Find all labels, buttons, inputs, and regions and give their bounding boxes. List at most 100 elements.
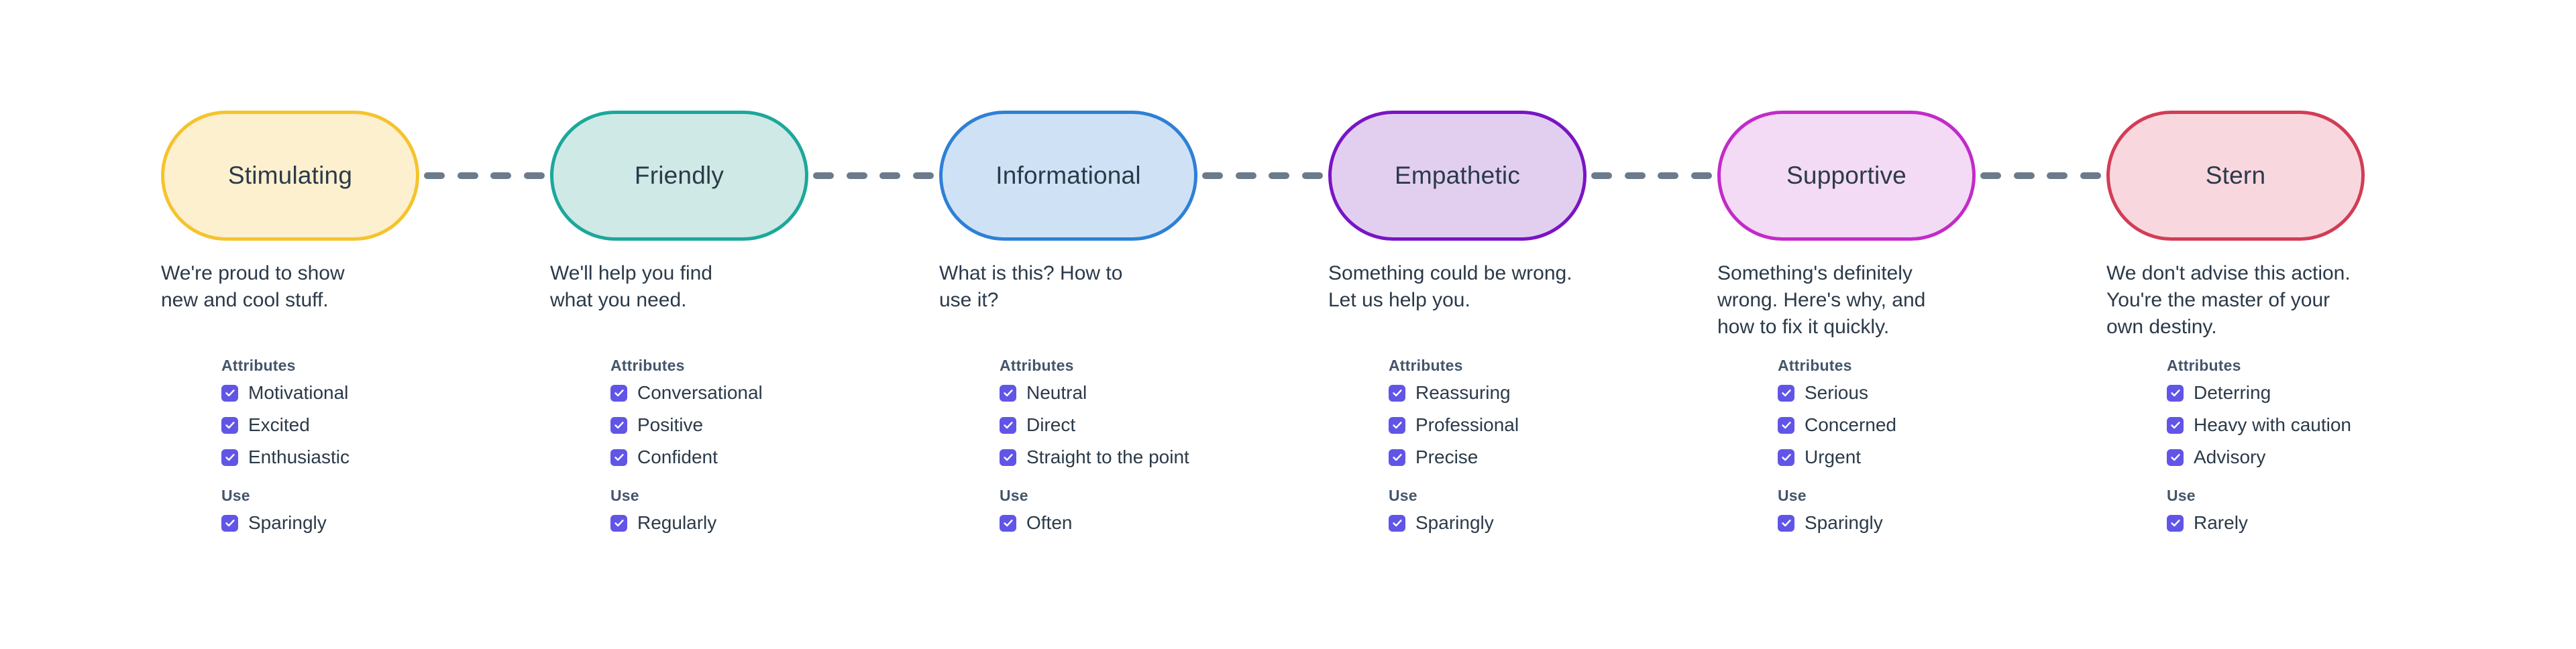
check-icon[interactable] — [1389, 514, 1405, 532]
connector-dash — [2047, 172, 2068, 179]
use-item-label: Sparingly — [1805, 512, 1883, 533]
tone-pill-empathetic[interactable]: Empathetic — [1328, 111, 1587, 241]
tone-pill-slot: Empathetic — [1328, 111, 1717, 241]
attributes-item-label: Neutral — [1026, 382, 1087, 403]
check-icon[interactable] — [221, 514, 238, 532]
check-icon[interactable] — [221, 449, 238, 466]
check-icon[interactable] — [1778, 416, 1794, 434]
tone-pill-label: Friendly — [634, 162, 724, 189]
check-icon[interactable] — [610, 416, 627, 434]
connector-dash — [912, 172, 934, 179]
check-icon[interactable] — [1000, 384, 1016, 402]
check-icon[interactable] — [610, 514, 627, 532]
list-item[interactable]: Positive — [610, 413, 973, 437]
check-icon[interactable] — [221, 416, 238, 434]
list-item[interactable]: Precise — [1389, 445, 1751, 469]
tone-pill-slot: Informational — [939, 111, 1328, 241]
connector-dash — [1235, 172, 1256, 179]
check-icon[interactable] — [2167, 416, 2184, 434]
check-icon[interactable] — [1000, 416, 1016, 434]
list-item[interactable]: Confident — [610, 445, 973, 469]
tone-pill-slot: Stimulating — [161, 111, 550, 241]
attributes-heading: Attributes — [221, 357, 296, 374]
tone-pill-supportive[interactable]: Supportive — [1717, 111, 1976, 241]
connector-dash — [457, 172, 478, 179]
list-item[interactable]: Serious — [1778, 381, 2140, 405]
list-item[interactable]: Deterring — [2167, 381, 2529, 405]
tone-description-slot: We'll help you find what you need. — [550, 260, 939, 341]
attributes-item-label: Positive — [637, 414, 704, 435]
check-icon[interactable] — [221, 384, 238, 402]
check-icon[interactable] — [1778, 449, 1794, 466]
check-icon[interactable] — [1389, 449, 1405, 466]
list-item[interactable]: Direct — [1000, 413, 1362, 437]
list-item[interactable]: Rarely — [2167, 511, 2529, 535]
list-item[interactable]: Enthusiastic — [221, 445, 584, 469]
tone-pill-stimulating[interactable]: Stimulating — [161, 111, 419, 241]
tone-pill-label: Stimulating — [227, 162, 353, 189]
tone-pill-label: Supportive — [1786, 162, 1907, 189]
check-icon[interactable] — [610, 384, 627, 402]
list-item[interactable]: Sparingly — [221, 511, 584, 535]
tone-description-slot: What is this? How to use it? — [939, 260, 1328, 341]
tone-pill-label: Stern — [2205, 162, 2266, 189]
attributes-item-label: Confident — [637, 447, 718, 467]
connector-dash — [1269, 172, 1290, 179]
check-icon[interactable] — [1389, 384, 1405, 402]
tone-pill-friendly[interactable]: Friendly — [550, 111, 808, 241]
tone-description-slot: We don't advise this action. You're the … — [2106, 260, 2496, 341]
list-item[interactable]: Sparingly — [1778, 511, 2140, 535]
attributes-item-label: Deterring — [2194, 382, 2271, 403]
tone-pill-informational[interactable]: Informational — [939, 111, 1197, 241]
list-item[interactable]: Urgent — [1778, 445, 2140, 469]
list-item[interactable]: Professional — [1389, 413, 1751, 437]
list-item[interactable]: Motivational — [221, 381, 584, 405]
list-item[interactable]: Heavy with caution — [2167, 413, 2529, 437]
attributes-item-label: Reassuring — [1415, 382, 1511, 403]
tone-description-row: We're proud to show new and cool stuff.W… — [0, 260, 2576, 341]
use-item-label: Sparingly — [248, 512, 327, 533]
list-item[interactable]: Conversational — [610, 381, 973, 405]
list-item[interactable]: Regularly — [610, 511, 973, 535]
list-item[interactable]: Reassuring — [1389, 381, 1751, 405]
list-item[interactable]: Advisory — [2167, 445, 2529, 469]
use-item-label: Often — [1026, 512, 1073, 533]
list-item[interactable]: Excited — [221, 413, 584, 437]
attributes-item-label: Professional — [1415, 414, 1519, 435]
tone-pill-slot: Friendly — [550, 111, 939, 241]
connector-dash — [2013, 172, 2035, 179]
tone-pill-slot: Stern — [2106, 111, 2496, 241]
list-item[interactable]: Sparingly — [1389, 511, 1751, 535]
check-icon[interactable] — [2167, 514, 2184, 532]
attributes-item-label: Heavy with caution — [2194, 414, 2352, 435]
list-item[interactable]: Neutral — [1000, 381, 1362, 405]
attributes-item-label: Direct — [1026, 414, 1076, 435]
tone-pill-row: Stimulating Friendly Informational Empathet… — [0, 111, 2576, 241]
tone-pill-stern[interactable]: Stern — [2106, 111, 2365, 241]
check-icon[interactable] — [2167, 449, 2184, 466]
check-icon[interactable] — [1389, 416, 1405, 434]
check-icon[interactable] — [610, 449, 627, 466]
check-icon[interactable] — [1000, 514, 1016, 532]
check-icon[interactable] — [1000, 449, 1016, 466]
list-item[interactable]: Often — [1000, 511, 1362, 535]
check-icon[interactable] — [2167, 384, 2184, 402]
attributes-item-label: Straight to the point — [1026, 447, 1189, 467]
use-heading: Use — [221, 487, 250, 504]
check-icon[interactable] — [1778, 384, 1794, 402]
attributes-item-label: Advisory — [2194, 447, 2266, 467]
list-item[interactable]: Concerned — [1778, 413, 2140, 437]
use-item-label: Regularly — [637, 512, 717, 533]
list-item[interactable]: Straight to the point — [1000, 445, 1362, 469]
connector-dash — [1624, 172, 1646, 179]
check-icon[interactable] — [1778, 514, 1794, 532]
attributes-item-label: Concerned — [1805, 414, 1896, 435]
